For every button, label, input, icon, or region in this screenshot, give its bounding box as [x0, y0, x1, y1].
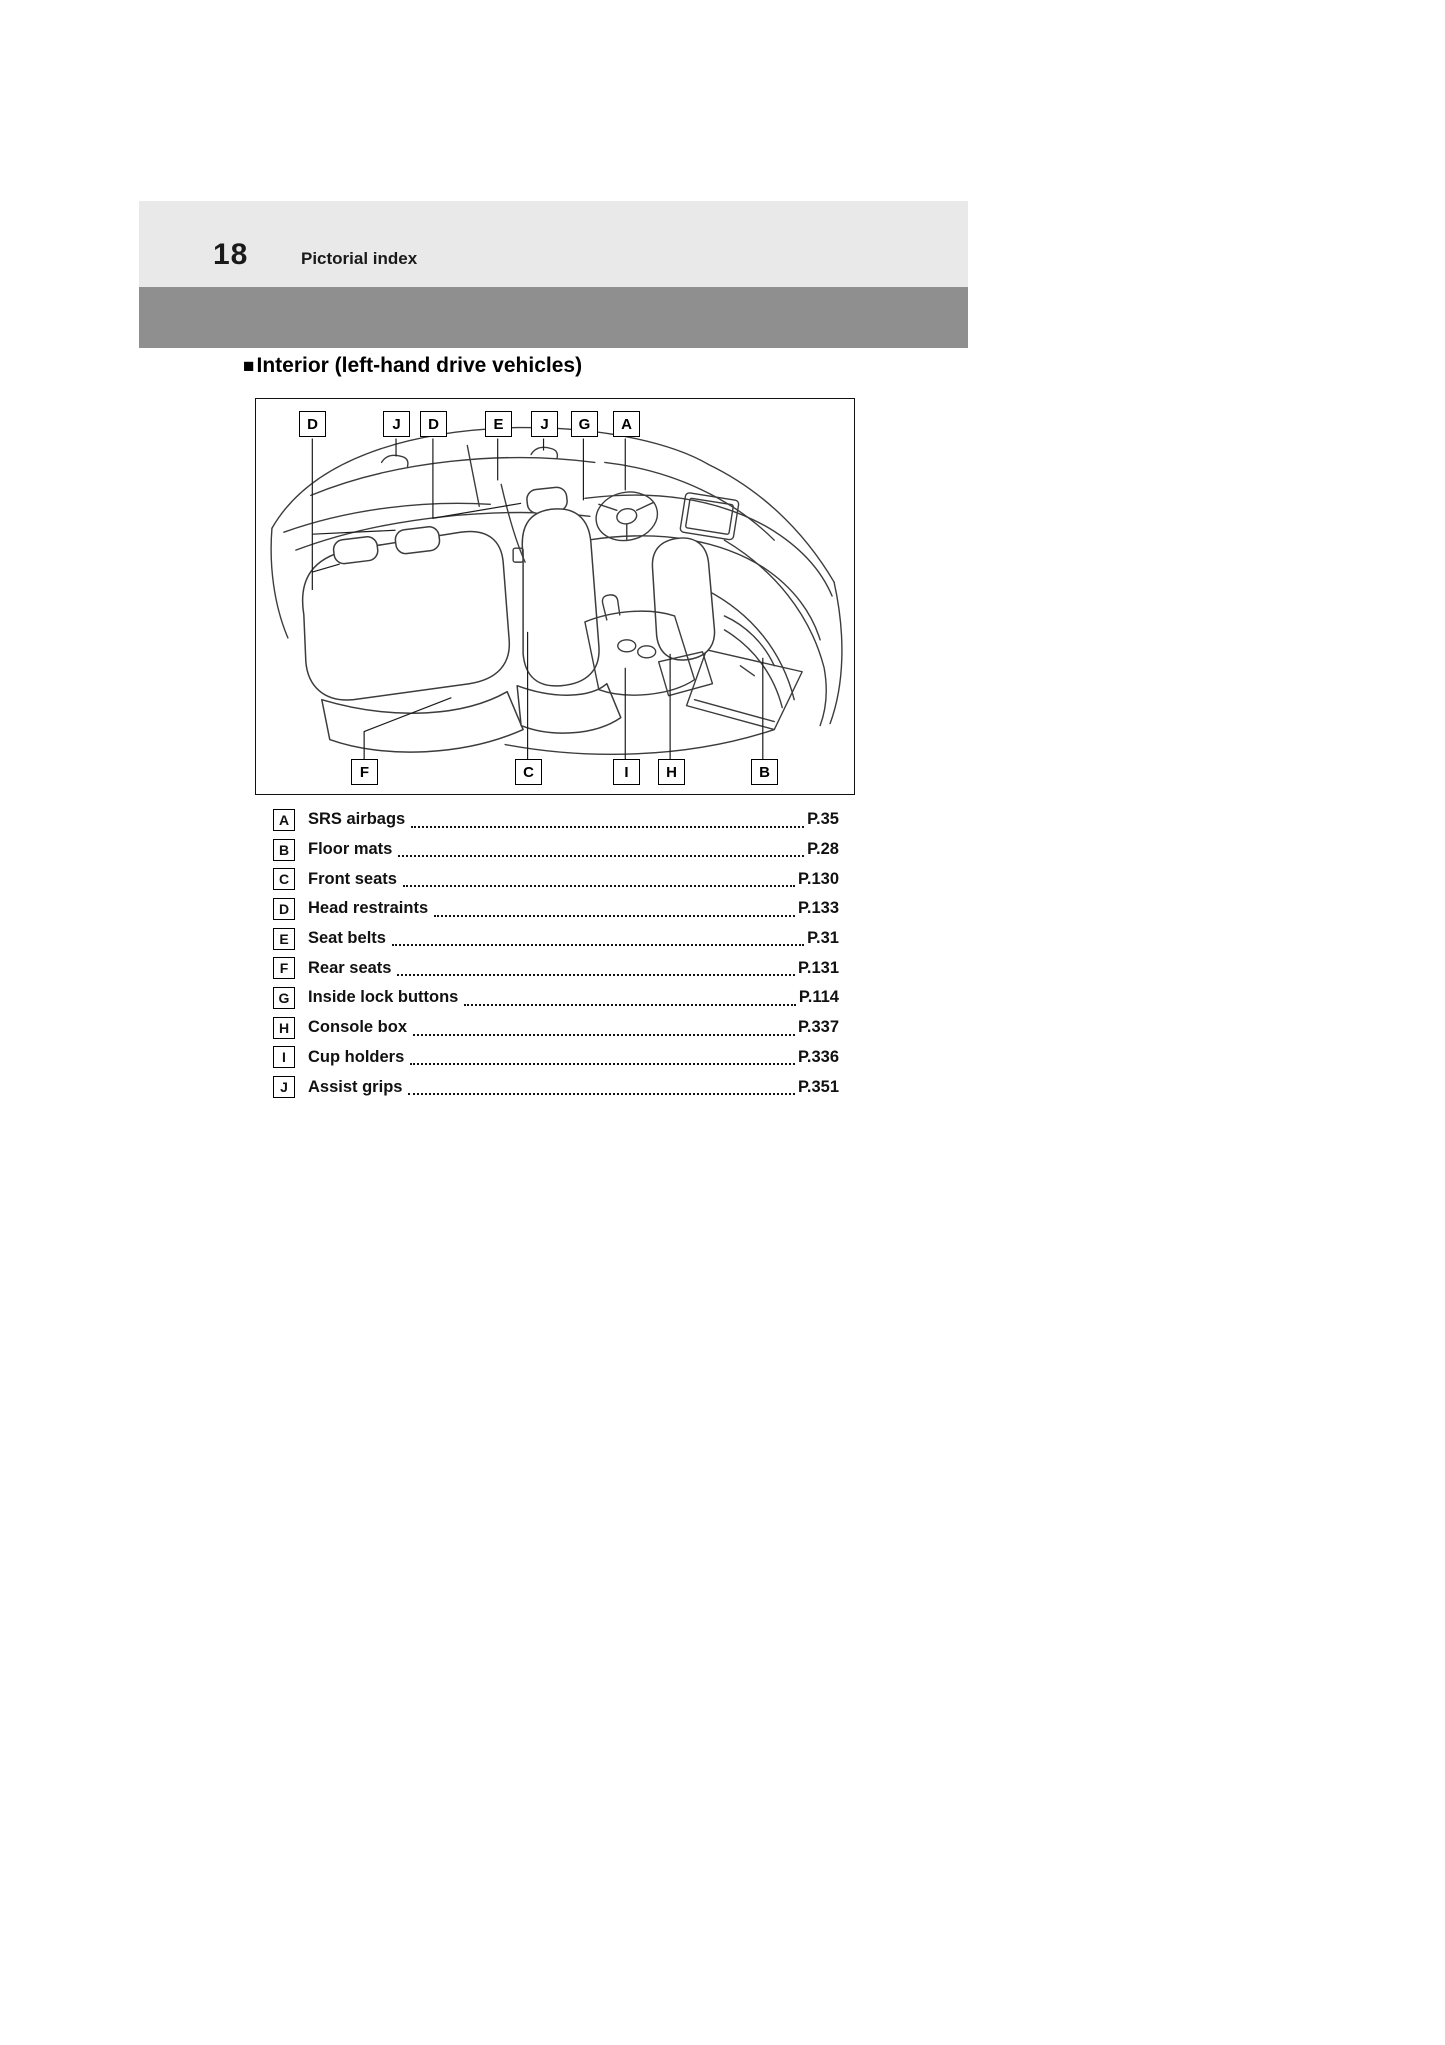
legend-dots [411, 825, 805, 828]
page-number: 18 [213, 238, 249, 271]
interior-illustration [270, 426, 843, 760]
header-band-dark [139, 287, 968, 348]
legend-dots [413, 1033, 795, 1036]
legend-row-d: D Head restraints P.133 [273, 894, 839, 924]
legend-row-c: C Front seats P.130 [273, 864, 839, 894]
callout-label-e: E [485, 411, 512, 437]
callout-label-a: A [613, 411, 640, 437]
legend-row-h: H Console box P.337 [273, 1013, 839, 1043]
legend-label: Assist grips [308, 1077, 403, 1096]
legend-page-ref: P.31 [807, 929, 839, 948]
legend-row-a: A SRS airbags P.35 [273, 805, 839, 835]
legend-key: F [273, 957, 295, 980]
legend-dots [410, 1063, 795, 1066]
callout-label-b: B [751, 759, 778, 785]
legend-row-j: J Assist grips P.351 [273, 1072, 839, 1102]
legend-row-g: G Inside lock buttons P.114 [273, 983, 839, 1013]
legend-dots [398, 855, 805, 858]
callout-label-d1: D [299, 411, 326, 437]
legend-page-ref: P.336 [798, 1047, 839, 1066]
legend-dots [464, 1003, 796, 1006]
legend-label: SRS airbags [308, 810, 406, 829]
legend-row-f: F Rear seats P.131 [273, 953, 839, 983]
legend-label: Front seats [308, 869, 397, 888]
legend-page-ref: P.130 [798, 869, 839, 888]
legend-row-e: E Seat belts P.31 [273, 924, 839, 954]
callout-label-g: G [571, 411, 598, 437]
legend-label: Floor mats [308, 840, 393, 859]
callout-label-i: I [613, 759, 640, 785]
header-title: Pictorial index [301, 249, 418, 268]
callout-label-h: H [658, 759, 685, 785]
legend-label: Rear seats [308, 958, 392, 977]
legend-key: D [273, 897, 295, 920]
legend-dots [391, 944, 805, 947]
legend-page-ref: P.133 [798, 899, 839, 918]
legend-page-ref: P.337 [798, 1018, 839, 1037]
legend-row-i: I Cup holders P.336 [273, 1043, 839, 1073]
callout-label-j2: J [531, 411, 558, 437]
callout-label-c: C [515, 759, 542, 785]
section-title-text: Interior (left-hand drive vehicles) [256, 354, 583, 377]
legend-key: B [273, 838, 295, 861]
legend-label: Inside lock buttons [308, 988, 459, 1007]
legend-dots [408, 1092, 795, 1095]
legend-page-ref: P.28 [807, 840, 839, 859]
callout-label-j1: J [383, 411, 410, 437]
legend-label: Console box [308, 1018, 408, 1037]
section-square-icon: ■ [243, 355, 255, 377]
callout-label-d2: D [420, 411, 447, 437]
legend-label: Seat belts [308, 929, 386, 948]
legend-key: E [273, 927, 295, 950]
legend-list: A SRS airbags P.35 B Floor mats P.28 C F… [273, 805, 839, 1102]
legend-page-ref: P.351 [798, 1077, 839, 1096]
legend-key: A [273, 808, 295, 831]
legend-dots [434, 914, 795, 917]
legend-label: Head restraints [308, 899, 429, 918]
legend-page-ref: P.114 [798, 988, 839, 1007]
legend-key: C [273, 868, 295, 891]
legend-dots [397, 974, 795, 977]
interior-diagram: D J D E J G A F C I H B [255, 398, 855, 795]
legend-page-ref: P.35 [807, 810, 839, 829]
legend-dots [402, 885, 795, 888]
legend-key: G [273, 986, 295, 1009]
section-title: ■ Interior (left-hand drive vehicles) [243, 354, 582, 378]
legend-label: Cup holders [308, 1047, 405, 1066]
legend-row-b: B Floor mats P.28 [273, 835, 839, 865]
legend-page-ref: P.131 [798, 958, 839, 977]
legend-key: H [273, 1016, 295, 1039]
header-band-light [139, 201, 968, 287]
legend-key: I [273, 1046, 295, 1069]
callout-label-f: F [351, 759, 378, 785]
legend-key: J [273, 1076, 295, 1099]
